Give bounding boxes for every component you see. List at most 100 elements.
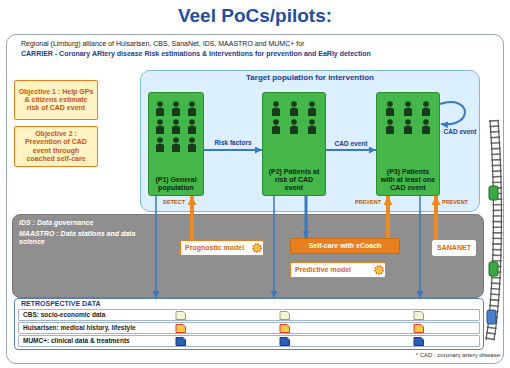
person-head [291,119,297,125]
person-head [173,137,179,143]
edge-label: PREVENT [345,199,381,205]
diagram-title: Veel PoCs/pilots: [0,5,510,28]
data-row: MUMC+: clinical data & treatments [18,335,480,347]
node-text: (P3) Patients with at least one CAD even… [380,168,436,192]
gear-icon [375,266,383,274]
node-text: Predictive model [295,266,351,274]
person-head [423,119,429,125]
edge-label: DETECT [158,199,185,205]
node-text: Self-care with eCoach [309,242,382,250]
connector [419,196,421,298]
edge-label: CAD event [329,140,373,147]
person-body [386,126,394,135]
model-box: Predictive model [290,262,386,278]
person-head [291,101,297,107]
person-head [189,101,195,107]
node-text: Objective 1 : Help GPs & citizens estima… [18,88,94,112]
outer-frame: Regional (Limburg) alliance of Huisartse… [6,34,504,364]
node-text: MUMC+: clinical data & treatments [23,337,130,344]
node-text: CBS: socio-economic data [23,311,105,318]
node-text: RETROSPECTIVE DATA [21,300,100,308]
sananet-logo: SANANET [432,240,476,256]
people-icons [156,101,430,152]
node-text: SANANET [437,244,471,252]
person-head [157,101,163,107]
footnote: * CAD : coronary artery disease [370,352,500,359]
person-head [189,119,195,125]
data-row: Huisartsen: medical history, lifestyle [18,322,480,334]
person-body [172,108,180,117]
document-icon [280,312,290,320]
person-body [290,126,298,135]
person-head [273,101,279,107]
person-body [156,144,164,153]
node-text: Objective 2 : Prevention of CAD event th… [18,130,94,162]
connector [273,196,275,298]
document-icon [176,338,186,346]
railway-track [486,120,501,340]
person-head [157,137,163,143]
document-icon [176,325,186,333]
person-body [156,108,164,117]
train-car [487,310,496,324]
train-car [489,186,498,200]
person-body [422,108,430,117]
person-head [309,119,315,125]
person-body [422,126,430,135]
node-text: Regional (Limburg) alliance of Huisartse… [21,40,304,48]
person-head [405,119,411,125]
document-icon [176,312,186,320]
person-head [387,101,393,107]
person-body [156,126,164,135]
person-body [404,108,412,117]
person-body [188,144,196,153]
document-icon [414,325,424,333]
person-head [387,119,393,125]
connector [204,149,262,151]
connector [155,196,157,298]
connector [305,196,308,238]
person-body [308,108,316,117]
person-body [272,108,280,117]
gear-icons [253,244,383,274]
node-text: CARRIER - Coronary ARtery disease Risk e… [21,50,371,58]
document-icon [280,325,290,333]
person-body [272,126,280,135]
data-row: CBS: socio-economic data [18,309,480,321]
person-body [172,144,180,153]
ecoach-box: Self-care with eCoach [290,238,400,254]
person-head [423,101,429,107]
person-head [273,119,279,125]
person-body [404,126,412,135]
person-body [188,108,196,117]
objective-box: Objective 1 : Help GPs & citizens estima… [14,80,98,120]
person-body [188,126,196,135]
person-body [386,108,394,117]
node-text: (P1) General population [152,176,200,192]
edge-label: PREVENT [442,199,478,205]
data-band: IDS : Data governanceMAASTRO : Data stat… [12,214,484,298]
node-text: Target population for intervention [246,73,374,82]
node-text: MAASTRO : Data stations and data science [19,230,149,246]
connector [386,196,390,238]
person-head [405,101,411,107]
gear-icon [253,244,261,252]
person-head [309,101,315,107]
person-body [308,126,316,135]
track-rail [494,120,501,340]
objective-box: Objective 2 : Prevention of CAD event th… [14,126,98,167]
document-icon [414,338,424,346]
train-car [489,262,498,276]
model-box: Prognostic model [180,240,264,256]
person-head [173,101,179,107]
node-text: Prognostic model [185,244,244,252]
person-body [290,108,298,117]
person-head [157,119,163,125]
edge-label: Risk factors [211,139,255,146]
loop-arrow [440,102,465,124]
loop-label: CAD event [443,128,477,135]
node-text: Huisartsen: medical history, lifestyle [23,324,136,331]
document-icon [280,338,290,346]
document-icon [414,312,424,320]
